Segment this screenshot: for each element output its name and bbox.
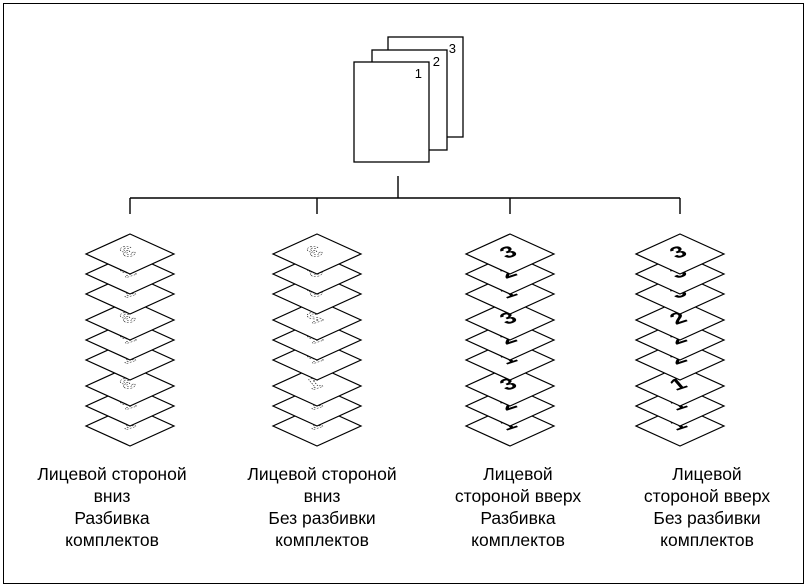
output-stack-4: 111222333 [634, 233, 726, 447]
output-sheet-3: 3 [271, 233, 363, 275]
caption-line: вниз [303, 486, 341, 506]
output-sheet-2: 2 [271, 299, 363, 341]
output-sheet-3: 3 [84, 233, 176, 275]
caption-line: вниз [93, 486, 131, 506]
caption-face-up-sorted: Лицевой стороной вверх Разбивка комплект… [423, 463, 613, 551]
caption-line: Лицевой [483, 464, 553, 484]
caption-line: Разбивка [480, 508, 556, 528]
page-sheet [353, 61, 430, 163]
caption-line: Лицевой стороной [247, 464, 397, 484]
caption-line: стороной вверх [454, 486, 582, 506]
output-stack-2: 111222333 [271, 233, 363, 447]
original-document: 321 [353, 36, 464, 163]
caption-line: комплектов [65, 530, 159, 550]
sheet-outline [271, 233, 363, 275]
output-stack-3: 123123123 [464, 233, 556, 447]
output-sheet-3: 3 [84, 299, 176, 341]
caption-line: стороной вверх [643, 486, 771, 506]
caption-line: Без разбивки [653, 508, 761, 528]
output-sheet-3: 3 [464, 233, 556, 275]
sheet-outline [84, 233, 176, 275]
sheet-outline [271, 299, 363, 341]
output-sheet-1: 1 [634, 365, 726, 407]
page-number-label: 2 [433, 54, 440, 69]
output-sheet-3: 3 [634, 233, 726, 275]
sheet-outline [84, 299, 176, 341]
caption-line: Лицевой стороной [37, 464, 187, 484]
caption-line: Разбивка [74, 508, 150, 528]
sheet-outline [84, 365, 176, 407]
original-page-1: 1 [353, 61, 430, 163]
output-sheet-3: 3 [84, 365, 176, 407]
output-sheet-2: 2 [634, 299, 726, 341]
caption-line: Лицевой [672, 464, 742, 484]
page-number-label: 1 [415, 66, 422, 81]
sheet-outline [271, 365, 363, 407]
caption-line: комплектов [471, 530, 565, 550]
sheet-outline [634, 299, 726, 341]
caption-face-down-sorted: Лицевой стороной вниз Разбивка комплекто… [17, 463, 207, 551]
caption-line: комплектов [275, 530, 369, 550]
sheet-outline [464, 299, 556, 341]
page-number-label: 3 [449, 41, 456, 56]
output-stack-1: 123123123 [84, 233, 176, 447]
caption-line: комплектов [660, 530, 754, 550]
output-sheet-3: 3 [464, 299, 556, 341]
caption-line: Без разбивки [268, 508, 376, 528]
sheet-outline [464, 233, 556, 275]
caption-face-up-unsorted: Лицевой стороной вверх Без разбивки комп… [612, 463, 802, 551]
output-sheet-1: 1 [271, 365, 363, 407]
output-sheet-3: 3 [464, 365, 556, 407]
sheet-outline [634, 233, 726, 275]
sheet-outline [634, 365, 726, 407]
diagram-frame [3, 3, 804, 584]
branch-lines [129, 176, 681, 214]
caption-face-down-unsorted: Лицевой стороной вниз Без разбивки компл… [227, 463, 417, 551]
sheet-outline [464, 365, 556, 407]
